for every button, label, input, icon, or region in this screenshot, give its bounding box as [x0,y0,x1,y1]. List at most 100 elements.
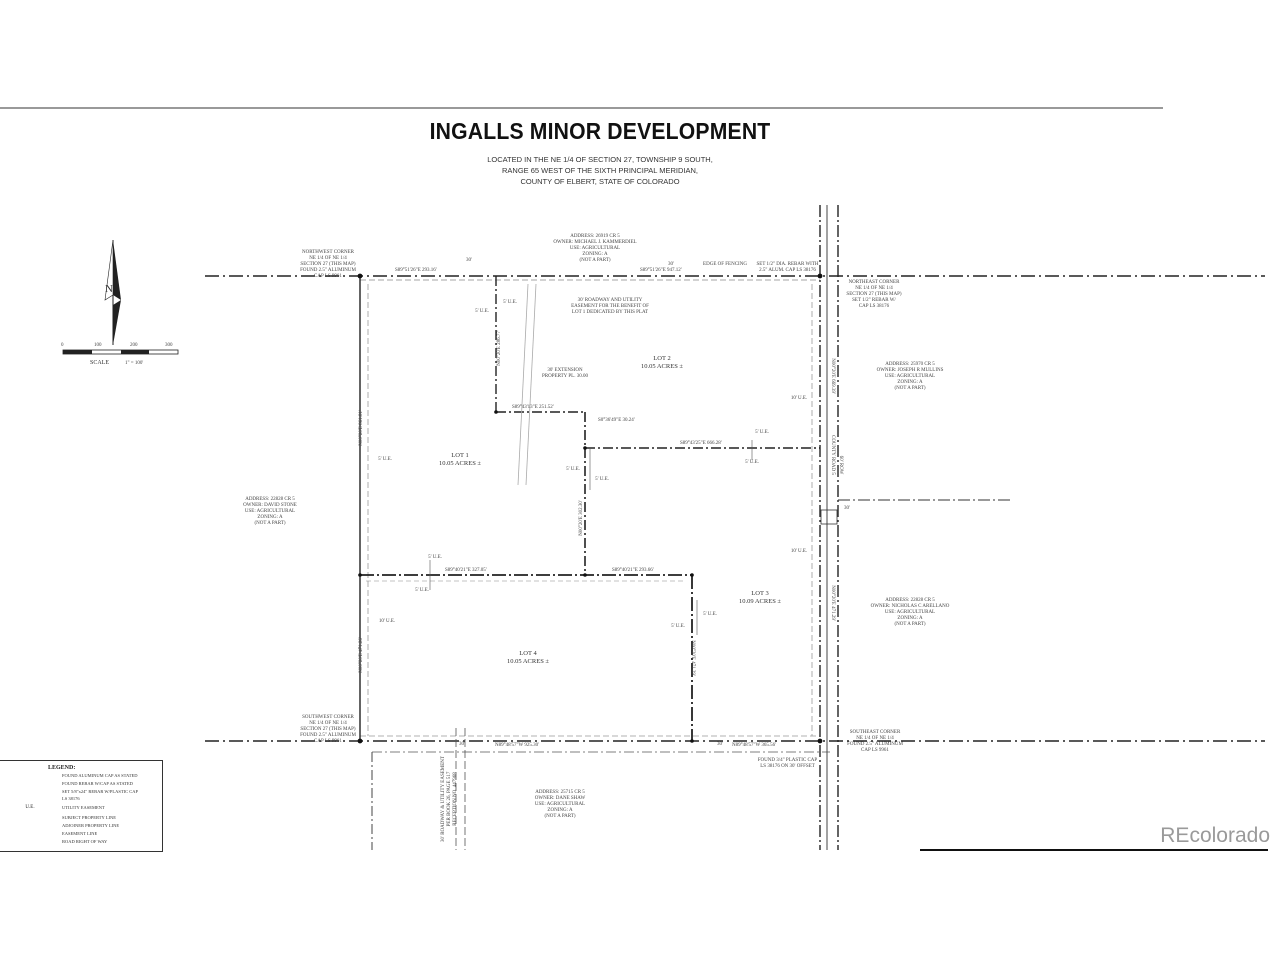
ue-marker: 5' U.E. [755,430,769,435]
location-line-2: RANGE 65 WEST OF THE SIXTH PRINCIPAL MER… [501,166,698,175]
sw-corner-4: FOUND 2.5" ALUMINUM [300,733,356,738]
bearing-stub: S0°36'49"E 30.24' [598,418,635,423]
neighbor-north-zoning: ZONING: A [582,252,608,257]
bearing-north-west: S89°51'26"E 293.16' [395,268,437,273]
lot-1-name: LOT 1 [451,452,469,459]
neighbor-north-napart: (NOT A PART) [579,258,611,263]
se-corner-note: SOUTHEAST CORNER NE 1/4 OF NE 1/4 FOUND … [840,730,910,754]
lot-2-area: 10.05 ACRES ± [640,363,684,370]
ue-marker: 5' U.E. [415,588,429,593]
fence-note: EDGE OF FENCING [703,262,747,267]
neighbor-west-napart: (NOT A PART) [254,521,286,526]
easement-note-3: LOT 1 DEDICATED BY THIS PLAT [571,310,649,315]
scale-bar [62,349,179,355]
south-easement-note: 30' ROADWAY & UTILITY EASEMENT PER BOOK … [441,754,459,844]
ne-found-1: SET 1/2" DIA. REBAR WITH [756,262,819,267]
flag-note: 30' EXTENSION PROPERTY PL. 30.00 [535,368,595,380]
legend-item: ADJOINER PROPERTY LINE [62,823,120,828]
scale-ratio: 1" = 100' [125,361,144,366]
ue-marker: 10' U.E. [790,549,808,554]
neighbor-north-owner: OWNER: MICHAEL J. KAMMERDIEL [553,240,637,245]
sw-corner-2: NE 1/4 OF NE 1/4 [309,721,347,726]
nw-corner-note: NORTHWEST CORNER NE 1/4 OF NE 1/4 SECTIO… [292,250,364,280]
plat-title: INGALLS MINOR DEVELOPMENT [429,118,771,144]
ne-corner-1: NORTHEAST CORNER [848,280,900,285]
nw-corner-5: CAP LS 9961 [314,274,342,279]
north-arrow-icon [104,239,121,345]
neighbor-east-lower: ADDRESS: 22828 CR 5 OWNER: NICHOLAS C AR… [855,598,965,628]
se-found-2: LS 38176 ON 30' OFFSET [760,764,815,769]
lot-3-area: 10.09 ACRES ± [738,598,782,605]
bearing-inner-upper: N00°20'E 286.77' [497,330,502,366]
lot-2-name: LOT 2 [653,355,671,362]
scale-tick-0: 0 [61,343,64,348]
ue-marker: 10' U.E. [378,619,396,624]
ne-corner-3: SECTION 27 (THIS MAP) [846,292,902,297]
lot-4-label: LOT 4 10.05 ACRES ± [498,650,558,666]
ne-corner-5: CAP LS 38176 [858,304,890,309]
ue-marker: 5' U.E. [595,477,609,482]
neighbor-south: ADDRESS: 25715 CR 5 OWNER: DANE SHAW USE… [505,790,615,820]
se-corner-3: FOUND 2.5" ALUMINUM [847,742,903,747]
neighbor-north: ADDRESS: 26919 CR 5 OWNER: MICHAEL J. KA… [535,234,655,264]
legend: LEGEND: FOUND ALUMINUM CAP AS STATED FOU… [0,760,163,852]
sw-corner-3: SECTION 27 (THIS MAP) [300,727,356,732]
bearing-inner-mid: N00°20'E 302.30' [579,500,584,536]
neighbor-south-zoning: ZONING: A [547,808,573,813]
ue-marker: 5' U.E. [671,624,685,629]
sw-corner-5: CAP LS 9961 [314,739,342,744]
thirty-marker: 30' [466,258,472,263]
legend-item: SET 5/8"x24" REBAR W/PLASTIC CAP [62,789,139,794]
neighbor-south-napart: (NOT A PART) [544,814,576,819]
ue-marker: 10' U.E. [790,396,808,401]
location-line-3: COUNTY OF ELBERT, STATE OF COLORADO [520,177,680,186]
location-line-1: LOCATED IN THE NE 1/4 OF SECTION 27, TOW… [487,155,713,164]
nw-corner-3: SECTION 27 (THIS MAP) [300,262,356,267]
legend-item: FOUND ALUMINUM CAP AS STATED [62,773,138,778]
ue-marker: 5' U.E. [475,309,489,314]
sw-corner-1: SOUTHWEST CORNER [302,715,354,720]
neighbor-west-address: ADDRESS: 22828 CR 5 [245,497,295,502]
neighbor-east-lower-napart: (NOT A PART) [894,622,926,627]
neighbor-south-address: ADDRESS: 25715 CR 5 [535,790,585,795]
sw-corner-note: SOUTHWEST CORNER NE 1/4 OF NE 1/4 SECTIO… [292,715,364,745]
ue-marker: 5' U.E. [378,457,392,462]
bearing-south-east: N89°48'57"W 365.56' [732,743,777,748]
neighbor-east-upper-zoning: ZONING: A [897,380,923,385]
se-found-note: FOUND 3/4" PLASTIC CAP LS 38176 ON 30' O… [755,758,820,770]
legend-item: EASEMENT LINE [62,831,98,836]
ue-marker: 5' U.E. [503,300,517,305]
easement-note-2: EASEMENT FOR THE BENEFIT OF [571,304,649,309]
neighbor-east-upper: ADDRESS: 25970 CR 5 OWNER: JOSEPH R MULL… [855,362,965,392]
neighbor-east-lower-owner: OWNER: NICHOLAS C ARELLANO [870,604,950,609]
bearing-west-upper: N00°20'E 861.81' [359,410,364,446]
neighbor-east-upper-use: USE: AGRICULTURAL [884,374,936,379]
recolorado-watermark: REcolorado [1160,824,1270,847]
se-corner-2: NE 1/4 OF NE 1/4 [856,736,894,741]
lot-3-label: LOT 3 10.09 ACRES ± [730,590,790,606]
legend-ue-abbrev: U.E. [25,805,35,810]
neighbor-east-upper-address: ADDRESS: 25970 CR 5 [885,362,935,367]
nw-corner-1: NORTHWEST CORNER [302,250,354,255]
thirty-marker: 30' [668,262,674,267]
easement-note-1: 30' ROADWAY AND UTILITY [577,298,643,303]
legend-item: ROAD RIGHT OF WAY [62,839,108,844]
flag-note-2: PROPERTY PL. 30.00 [542,374,588,379]
neighbor-north-use: USE: AGRICULTURAL [569,246,621,251]
scale-label: SCALE [90,360,110,366]
bearing-lot1-inner: S89°43'13"E 251.52' [512,405,554,410]
lot-2-label: LOT 2 10.05 ACRES ± [632,355,692,371]
bearing-lot4-north-west: S89°40'21"E 327.05' [445,568,487,573]
neighbor-north-address: ADDRESS: 26919 CR 5 [570,234,620,239]
ue-marker: 5' U.E. [428,555,442,560]
lot-4-area: 10.05 ACRES ± [506,658,550,665]
lot-4-name: LOT 4 [519,650,537,657]
north-label: N [105,283,113,295]
neighbor-east-lower-address: ADDRESS: 22828 CR 5 [885,598,935,603]
legend-item: LS 38176 [62,796,80,801]
lot-3-name: LOT 3 [751,590,769,597]
county-road-label: COUNTY ROAD 5 [830,435,835,475]
ue-marker: 5' U.E. [703,612,717,617]
